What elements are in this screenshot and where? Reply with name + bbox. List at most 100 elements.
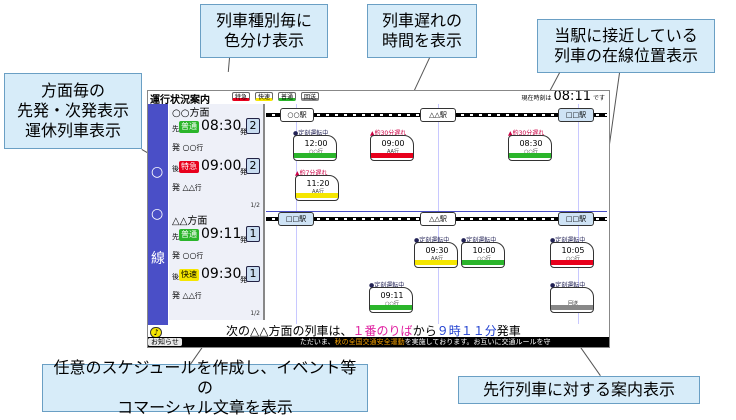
train-destination: AA行 (387, 149, 399, 155)
train-row-next: 後 特急 09:00 発 2 (170, 156, 262, 180)
train-color-stripe (551, 305, 593, 310)
train-row-first: 先 普通 08:30 発 2 (170, 116, 262, 140)
notice-suffix: を実施しております。お互いに交通ルールを守 (404, 338, 551, 346)
line-name-band: ○ ○ 線 (148, 104, 168, 325)
train-kind-badge: 快速 (179, 269, 199, 281)
station-label: □□駅 (558, 212, 594, 226)
direction-panel: △△方面 先 普通 09:11 発 1 発 ○○行 後 快速 09:30 発 1… (169, 212, 265, 320)
departure-time: 09:00 (201, 158, 242, 174)
line-name-char: 線 (151, 251, 165, 267)
banner-time: ９時１１分 (436, 325, 497, 337)
departure-time: 09:11 (201, 226, 242, 242)
notice-ticker: お知らせただいま、秋の全国交通安全運動を実施しております。お互いに交通ルールを守 (148, 337, 609, 347)
track-divider (266, 211, 607, 212)
notice-highlight: 秋の全国交通安全運動 (334, 338, 405, 346)
callout-preceding: 先行列車に対する案内表示 (458, 376, 700, 404)
unit-label: 発 (240, 276, 247, 284)
track-upper: ○○駅 △△駅 □□駅 (266, 108, 607, 122)
train-time: 09:11 (380, 291, 404, 300)
direction-name: ○○方面 (172, 108, 210, 119)
train-color-stripe (296, 193, 338, 198)
train-time: 09:30 (425, 246, 449, 255)
train-time: 10:00 (472, 246, 496, 255)
speaker-icon: ♪ (150, 327, 162, 337)
platform-number: 1 (246, 226, 260, 242)
station-label: △△駅 (420, 108, 456, 122)
train-color-stripe (371, 153, 413, 158)
train-color-stripe (294, 153, 336, 158)
train-body: 10:00○○行 (461, 242, 505, 268)
legend-deadhead: 回送 (301, 92, 320, 101)
train-kind-badge: 普通 (179, 121, 199, 133)
train-destination: ○○行 (309, 149, 323, 155)
train-destination: 回送 (567, 301, 578, 307)
unit-label: 発 (240, 168, 247, 176)
destination: 発 △△行 (172, 183, 202, 192)
train-destination: AA行 (431, 256, 443, 262)
train-status: ●定刻運転中 (550, 237, 586, 244)
station-label: □□駅 (278, 212, 314, 226)
direction-name: △△方面 (172, 216, 208, 227)
station-label: □□駅 (558, 108, 594, 122)
train-time: 10:05 (561, 246, 585, 255)
station-label: △△駅 (420, 212, 456, 226)
train-color-stripe (370, 305, 412, 310)
platform-number: 1 (246, 266, 260, 282)
train-row-next: 後 快速 09:30 発 1 (170, 264, 262, 288)
train-status: ●定刻運転中 (461, 237, 497, 244)
train-body: 09:11○○行 (369, 287, 413, 313)
train-color-stripe (415, 260, 457, 265)
train-time: 09:00 (381, 139, 405, 148)
order-label: 先 (172, 125, 179, 133)
line-name-char: ○ (151, 206, 164, 222)
destination: 発 ○○行 (172, 251, 204, 260)
platform-number: 2 (246, 118, 260, 134)
train-destination: ○○行 (385, 301, 399, 307)
destination: 発 ○○行 (172, 143, 204, 152)
train-body: 12:00○○行 (293, 135, 337, 161)
platform-number: 2 (246, 158, 260, 174)
train-destination: ○○行 (477, 256, 491, 262)
callout-train-type-color: 列車種別毎に 色分け表示 (200, 4, 328, 58)
departure-time: 08:30 (201, 118, 242, 134)
display-title: 運行状況案内 (150, 95, 210, 106)
leader-line (227, 57, 230, 72)
destination: 発 △△行 (172, 291, 202, 300)
legend-rapid: 快速 (255, 92, 274, 101)
train-status: ●定刻運転中 (369, 282, 405, 289)
train-body: 10:05○○行 (550, 242, 594, 268)
train-status: ●定刻運転中 (414, 237, 450, 244)
train-color-stripe (462, 260, 504, 265)
callout-position: 当駅に接近している 列車の在線位置表示 (537, 19, 715, 73)
train-status: ▲約30分遅れ (370, 130, 407, 137)
train-color-stripe (509, 153, 551, 158)
train-marker: ●定刻運転中回送 (550, 280, 594, 314)
train-time: 12:00 (304, 139, 328, 148)
train-time: 11:20 (306, 179, 330, 188)
page-indicator: 1/2 (250, 310, 260, 317)
banner-suffix: 発車 (496, 325, 521, 337)
unit-label: 発 (240, 236, 247, 244)
train-kind-badge: 特急 (179, 161, 199, 173)
callout-schedule: 任意のスケジュールを作成し、イベント等の コマーシャル文章を表示 (42, 358, 368, 417)
banner-prefix: 次の△△方面の列車は、 (226, 325, 353, 337)
train-status: ▲約30分遅れ (508, 130, 545, 137)
train-time: 08:30 (519, 139, 543, 148)
legend-express: 特急 (232, 92, 251, 101)
train-status: ▲約7分遅れ (295, 170, 328, 177)
train-body: 08:30○○行 (508, 135, 552, 161)
next-train-banner: ♪次の△△方面の列車は、１番のりばから９時１１分発車 (148, 325, 609, 337)
banner-mid: から (412, 325, 437, 337)
station-label: ○○駅 (280, 108, 314, 122)
train-destination: ○○行 (566, 256, 580, 262)
